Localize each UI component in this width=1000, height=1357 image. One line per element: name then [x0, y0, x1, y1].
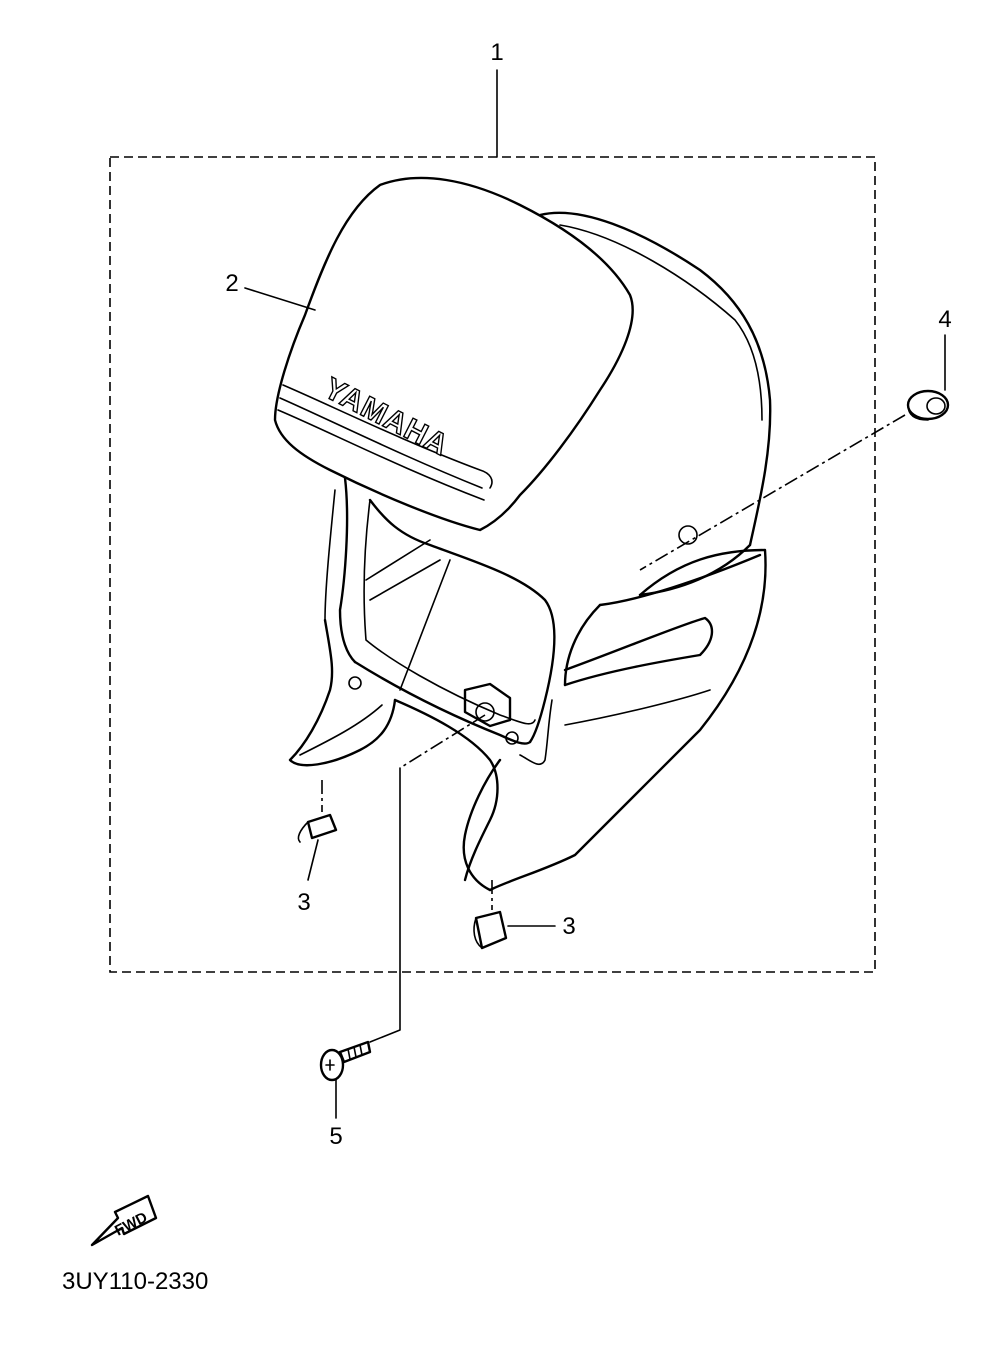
callout-1-label: 1 [490, 39, 503, 66]
callout-5-label: 5 [329, 1123, 342, 1150]
grommet-assembly-line [639, 414, 906, 571]
forward-label: FWD [112, 1209, 150, 1240]
callout-2-label: 2 [225, 270, 238, 297]
callout-2-leader [244, 287, 316, 311]
callout-3-left-leader [307, 839, 319, 881]
screw-assembly-line [399, 714, 486, 769]
damper-right [473, 880, 556, 950]
forward-arrow-icon: FWD [90, 1194, 158, 1247]
damper-left [297, 780, 338, 881]
mount-hole-left [348, 676, 362, 690]
callout-4-label: 4 [938, 306, 951, 333]
callout-3-right-label: 3 [562, 913, 575, 940]
screw-part [319, 714, 486, 1119]
callout-3-left-label: 3 [297, 889, 310, 916]
grommet-part [639, 334, 950, 571]
visor-windscreen: YAMAHA [273, 176, 634, 532]
grommet-seat [678, 525, 698, 545]
mount-hole-right [475, 702, 495, 722]
mount-hole-center [505, 731, 519, 745]
diagram-code: 3UY110-2330 [62, 1268, 208, 1295]
brand-logo: YAMAHA [319, 372, 454, 463]
headlight-cowling [288, 211, 772, 892]
assembly-group-frame [109, 69, 876, 973]
